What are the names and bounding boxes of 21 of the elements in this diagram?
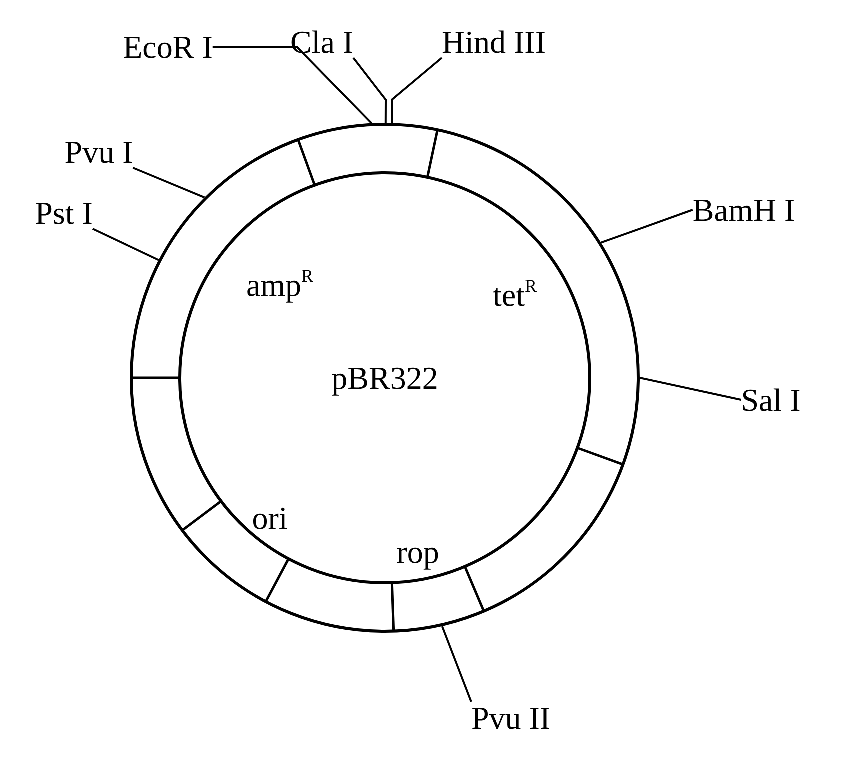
restriction-site-label: Hind III: [442, 26, 546, 58]
leader-line: [600, 209, 694, 244]
gene-label: rop: [396, 536, 440, 568]
gene-label: amp$^{R}$: [246, 269, 314, 301]
gene-label: tet$^{R}$: [493, 279, 537, 311]
leader-line: [92, 228, 160, 262]
restriction-site-label: Cla I: [290, 26, 354, 58]
restriction-site-label: Sal I: [741, 384, 801, 416]
restriction-site-label: Pvu I: [64, 136, 134, 168]
gene-label: ori: [252, 502, 288, 534]
restriction-site-label: BamH I: [692, 194, 796, 226]
leader-line: [391, 57, 443, 124]
restriction-site-label: Pst I: [35, 197, 93, 229]
leader-line: [441, 626, 472, 702]
leader-line: [212, 46, 372, 124]
restriction-site-label: Pvu II: [471, 702, 551, 734]
restriction-site-label: EcoR I: [123, 31, 213, 63]
plasmid-name: pBR322: [332, 362, 438, 394]
leader-line: [132, 167, 206, 199]
leader-line: [352, 57, 387, 123]
leader-line: [640, 377, 742, 401]
